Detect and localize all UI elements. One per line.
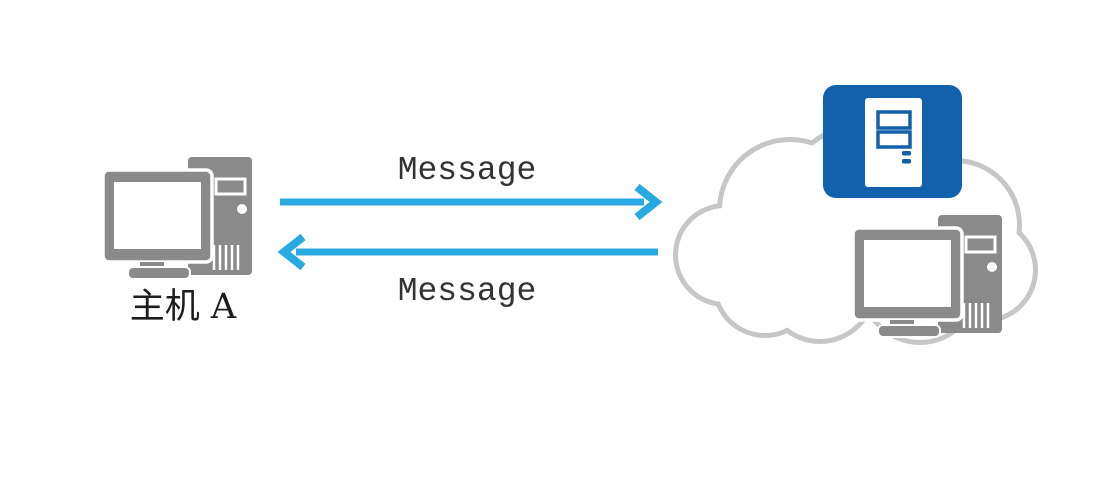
message-label-top: Message (398, 152, 537, 189)
message-label-bottom: Message (398, 273, 537, 310)
arrow-head-right-icon (634, 183, 663, 221)
host-a-computer-icon (101, 155, 254, 281)
message-arrow-left (277, 233, 658, 271)
host-a-label: 主机 A (130, 287, 237, 327)
cloud-computer-icon (851, 213, 1004, 339)
message-arrow-right (280, 183, 663, 221)
arrow-head-left-icon (277, 233, 306, 271)
server-icon (823, 85, 962, 198)
